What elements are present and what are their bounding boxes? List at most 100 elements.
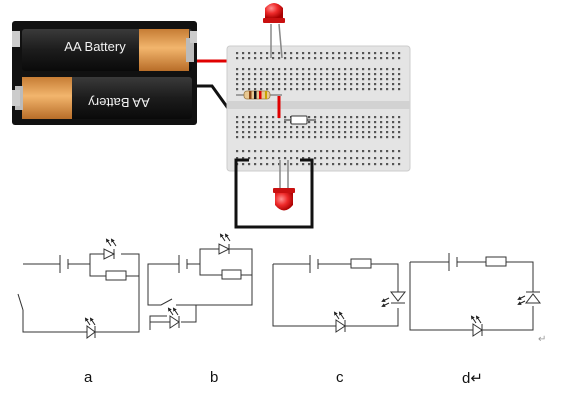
breadboard-hole <box>326 52 329 55</box>
breadboard-hole <box>314 73 317 76</box>
breadboard-hole <box>362 88 365 91</box>
breadboard-hole <box>248 83 251 86</box>
breadboard-hole <box>314 150 317 153</box>
breadboard-hole <box>350 163 353 166</box>
breadboard-hole <box>338 150 341 153</box>
breadboard-hole <box>332 136 335 139</box>
breadboard-hole <box>296 68 299 71</box>
breadboard-hole <box>326 157 329 160</box>
breadboard-hole <box>344 68 347 71</box>
breadboard-hole <box>356 163 359 166</box>
breadboard-hole <box>242 83 245 86</box>
breadboard-hole <box>350 116 353 119</box>
breadboard-hole <box>272 121 275 124</box>
breadboard-hole <box>302 88 305 91</box>
breadboard-hole <box>272 163 275 166</box>
breadboard-hole <box>362 116 365 119</box>
breadboard-hole <box>278 136 281 139</box>
breadboard-hole <box>254 83 257 86</box>
breadboard-hole <box>350 73 353 76</box>
breadboard <box>226 45 411 172</box>
breadboard-hole <box>392 78 395 81</box>
breadboard-hole <box>254 150 257 153</box>
battery-cell-bottom: AA Battery <box>15 77 192 119</box>
breadboard-hole <box>380 163 383 166</box>
breadboard-hole <box>380 131 383 134</box>
breadboard-hole <box>248 78 251 81</box>
breadboard-hole <box>356 73 359 76</box>
breadboard-hole <box>368 52 371 55</box>
breadboard-hole <box>356 116 359 119</box>
breadboard-hole <box>308 163 311 166</box>
breadboard-hole <box>314 131 317 134</box>
breadboard-hole <box>344 83 347 86</box>
breadboard-hole <box>284 121 287 124</box>
breadboard-hole <box>380 83 383 86</box>
breadboard-hole <box>344 116 347 119</box>
circuit-d <box>409 253 542 337</box>
breadboard-hole <box>386 73 389 76</box>
breadboard-hole <box>308 57 311 60</box>
breadboard-hole <box>350 121 353 124</box>
breadboard-hole <box>236 73 239 76</box>
breadboard-hole <box>272 157 275 160</box>
breadboard-hole <box>380 126 383 129</box>
breadboard-hole <box>398 157 401 160</box>
breadboard-hole <box>308 52 311 55</box>
breadboard-hole <box>356 52 359 55</box>
breadboard-hole <box>350 131 353 134</box>
breadboard-hole <box>266 88 269 91</box>
breadboard-hole <box>386 57 389 60</box>
breadboard-hole <box>380 68 383 71</box>
option-label-a: a <box>84 369 93 386</box>
breadboard-hole <box>242 52 245 55</box>
breadboard-hole <box>338 52 341 55</box>
breadboard-hole <box>392 52 395 55</box>
breadboard-hole <box>368 157 371 160</box>
breadboard-hole <box>374 78 377 81</box>
breadboard-hole <box>374 157 377 160</box>
breadboard-hole <box>380 73 383 76</box>
breadboard-hole <box>314 88 317 91</box>
breadboard-hole <box>326 150 329 153</box>
breadboard-hole <box>320 88 323 91</box>
breadboard-hole <box>284 78 287 81</box>
breadboard-hole <box>374 57 377 60</box>
breadboard-hole <box>356 88 359 91</box>
breadboard-hole <box>320 150 323 153</box>
breadboard-hole <box>278 163 281 166</box>
breadboard-hole <box>398 78 401 81</box>
led-arrows-c <box>333 297 390 320</box>
breadboard-hole <box>236 57 239 60</box>
breadboard-hole <box>284 126 287 129</box>
breadboard-hole <box>338 131 341 134</box>
breadboard-hole <box>356 83 359 86</box>
breadboard-hole <box>260 68 263 71</box>
breadboard-hole <box>386 121 389 124</box>
breadboard-hole <box>380 57 383 60</box>
breadboard-hole <box>296 73 299 76</box>
breadboard-hole <box>242 116 245 119</box>
breadboard-hole <box>332 157 335 160</box>
breadboard-hole <box>260 121 263 124</box>
breadboard-hole <box>314 78 317 81</box>
breadboard-hole <box>236 116 239 119</box>
breadboard-hole <box>332 126 335 129</box>
breadboard-holes <box>236 52 401 166</box>
breadboard-hole <box>374 88 377 91</box>
breadboard-hole <box>242 68 245 71</box>
breadboard-hole <box>272 88 275 91</box>
breadboard-hole <box>350 52 353 55</box>
breadboard-hole <box>344 157 347 160</box>
breadboard-hole <box>362 83 365 86</box>
breadboard-hole <box>296 83 299 86</box>
breadboard-hole <box>326 136 329 139</box>
breadboard-hole <box>314 68 317 71</box>
breadboard-hole <box>272 116 275 119</box>
breadboard-hole <box>272 68 275 71</box>
breadboard-hole <box>368 116 371 119</box>
breadboard-hole <box>314 157 317 160</box>
battery-label-top: AA Battery <box>64 39 126 54</box>
breadboard-hole <box>254 131 257 134</box>
option-label-d: d↵ <box>462 370 483 387</box>
